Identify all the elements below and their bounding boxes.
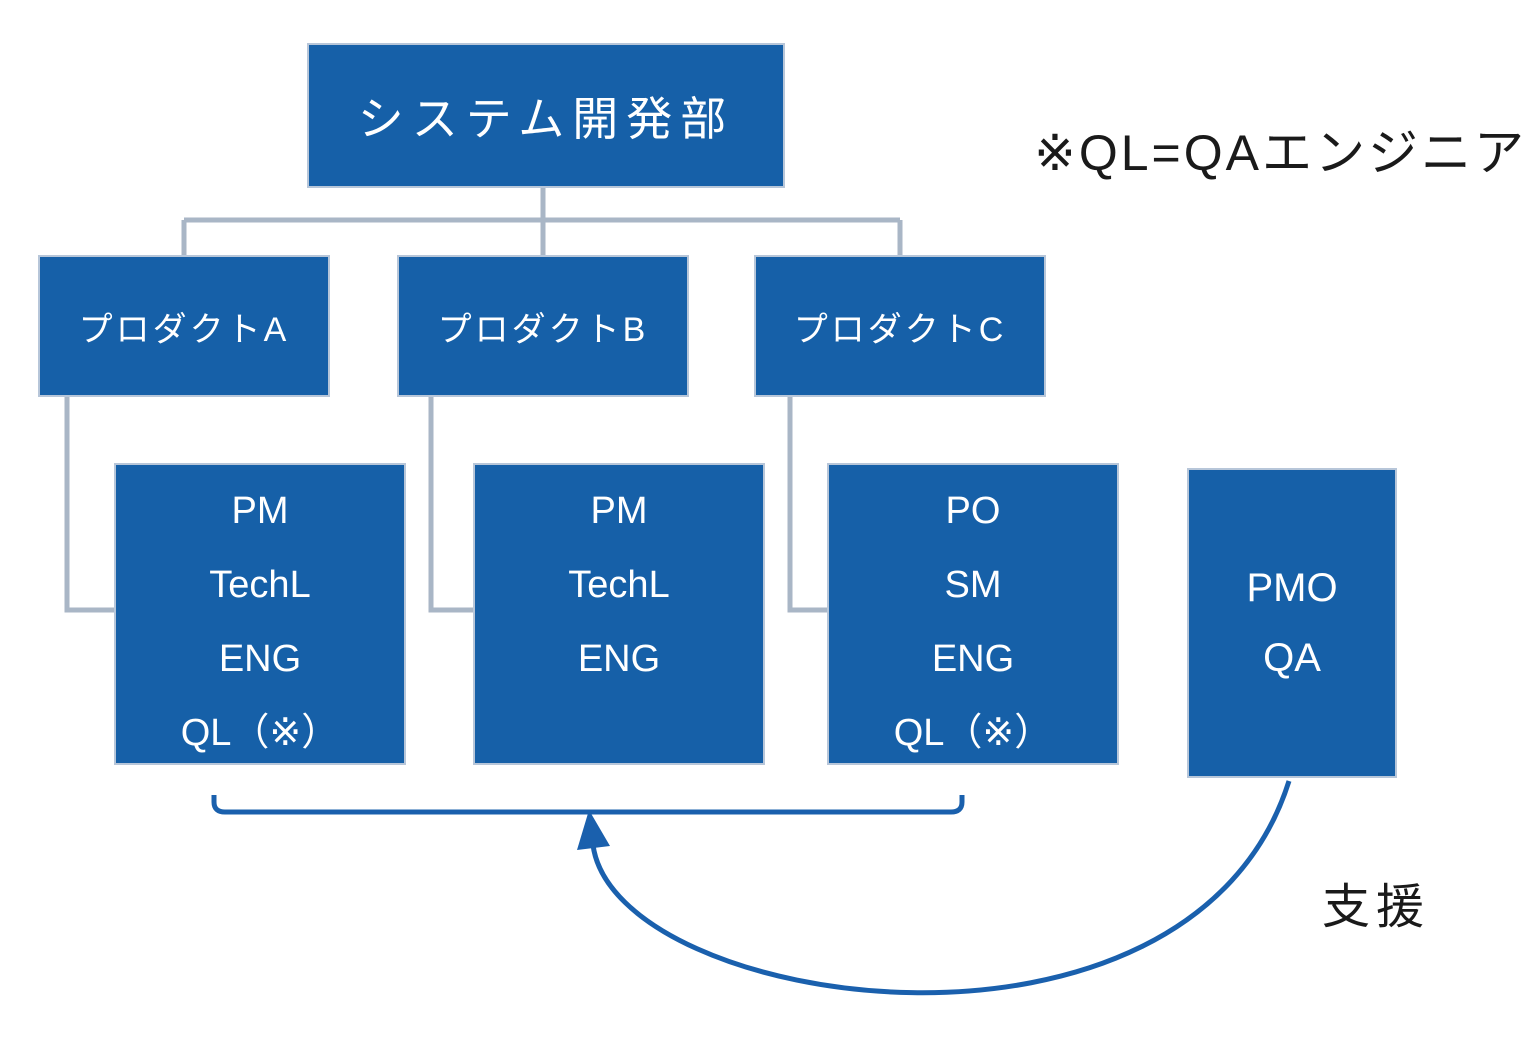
product-c-roles-box: PO SM ENG QL（※） <box>827 463 1119 765</box>
role-item: PM <box>231 490 289 532</box>
role-item: QL（※） <box>180 712 340 754</box>
product-a-label: プロダクトA <box>78 310 290 349</box>
support-role-item: PMO <box>1246 566 1338 610</box>
role-item: PO <box>945 490 1001 532</box>
role-item: PM <box>590 490 648 532</box>
role-item: ENG <box>218 638 302 680</box>
product-c-box: プロダクトC <box>754 255 1046 397</box>
product-c-label: プロダクトC <box>793 310 1007 349</box>
legend-note: ※QL=QAエンジニア <box>1033 125 1527 181</box>
department-box: システム開発部 <box>307 43 785 188</box>
product-a-box: プロダクトA <box>38 255 330 397</box>
department-label: システム開発部 <box>357 92 735 145</box>
elbow-product-a-to-roles <box>64 397 114 613</box>
role-item: ENG <box>577 638 661 680</box>
role-item: QL（※） <box>893 712 1053 754</box>
role-item: TechL <box>209 564 311 606</box>
bottom-bracket <box>211 795 965 815</box>
role-item: TechL <box>568 564 670 606</box>
support-team-box: PMO QA <box>1187 468 1397 778</box>
role-item: SM <box>944 564 1002 606</box>
product-b-label: プロダクトB <box>437 310 649 349</box>
support-arrow-head <box>577 810 610 850</box>
product-b-box: プロダクトB <box>397 255 689 397</box>
product-b-roles-box: PM TechL ENG <box>473 463 765 765</box>
product-a-roles-box: PM TechL ENG QL（※） <box>114 463 406 765</box>
elbow-product-c-to-roles <box>787 397 827 613</box>
support-arrow-label: 支援 <box>1322 881 1431 934</box>
support-arrow-curve <box>590 780 1292 996</box>
elbow-product-b-to-roles <box>428 397 473 613</box>
role-item: ENG <box>931 638 1015 680</box>
support-role-item: QA <box>1263 636 1321 680</box>
